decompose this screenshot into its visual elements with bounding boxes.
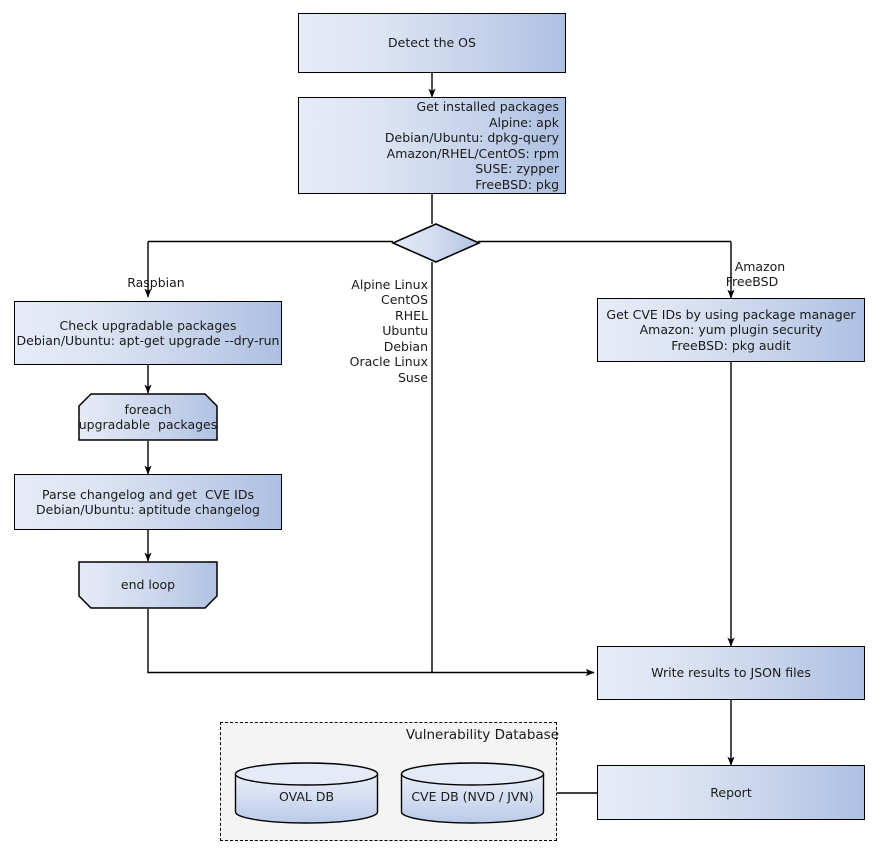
- end-loop-node-shape: [78, 561, 218, 609]
- db-cylinder-cve-db[interactable]: CVE DB (NVD / JVN): [400, 762, 545, 824]
- edge-label-amazon-freebsd-text: Amazon FreeBSD: [725, 258, 786, 290]
- node-os-decision[interactable]: [391, 222, 481, 264]
- db-cylinder-oval-db-label: OVAL DB: [278, 789, 335, 804]
- edge-label-middle-distros-text: Alpine Linux CentOS RHEL Ubuntu Debian O…: [349, 276, 428, 385]
- node-parse-changelog-label: Parse changelog and get CVE IDs Debian/U…: [36, 486, 260, 518]
- edge-label-raspbian: Raspbian: [88, 259, 208, 306]
- foreach-node-shape: [78, 393, 218, 441]
- node-detect-the-os[interactable]: Detect the OS: [298, 13, 566, 73]
- node-get-installed-packages[interactable]: Get installed packages Alpine: apk Debia…: [298, 97, 566, 194]
- cve-db-cylinder-body: [400, 773, 545, 824]
- node-write-results-json-label: Write results to JSON files: [651, 665, 811, 681]
- db-cylinder-cve-db-label: CVE DB (NVD / JVN): [411, 789, 534, 804]
- group-vulnerability-database-title-text: Vulnerability Database: [405, 727, 559, 743]
- oval-db-cylinder-body: [234, 773, 379, 824]
- oval-db-cylinder-top: [234, 762, 379, 786]
- os-decision-diamond-shape: [391, 223, 481, 263]
- cve-db-cylinder-top: [400, 762, 545, 786]
- node-check-upgradable-packages-label: Check upgradable packages Debian/Ubuntu:…: [16, 317, 280, 349]
- node-report[interactable]: Report: [597, 765, 865, 820]
- node-foreach-upgradable-packages-label: foreach upgradable packages: [78, 401, 218, 433]
- node-detect-the-os-label: Detect the OS: [388, 35, 476, 51]
- node-end-loop-label: end loop: [120, 577, 176, 593]
- group-vulnerability-database-title: Vulnerability Database: [337, 727, 559, 744]
- node-get-installed-packages-label: Get installed packages Alpine: apk Debia…: [384, 99, 559, 192]
- edge-label-raspbian-text: Raspbian: [127, 274, 185, 290]
- edge-label-amazon-freebsd: Amazon FreeBSD: [692, 243, 812, 305]
- node-get-cve-ids-package-manager[interactable]: Get CVE IDs by using package manager Ama…: [597, 298, 865, 362]
- node-foreach-upgradable-packages[interactable]: foreach upgradable packages: [78, 393, 218, 441]
- node-report-label: Report: [710, 784, 752, 800]
- db-cylinder-oval-db[interactable]: OVAL DB: [234, 762, 379, 824]
- node-write-results-json[interactable]: Write results to JSON files: [597, 646, 865, 700]
- edge-label-middle-distros: Alpine Linux CentOS RHEL Ubuntu Debian O…: [308, 261, 428, 401]
- node-end-loop[interactable]: end loop: [78, 561, 218, 609]
- node-parse-changelog[interactable]: Parse changelog and get CVE IDs Debian/U…: [14, 474, 282, 530]
- edge-endloop-to-write: [147, 609, 595, 677]
- node-check-upgradable-packages[interactable]: Check upgradable packages Debian/Ubuntu:…: [14, 301, 282, 365]
- node-get-cve-ids-package-manager-label: Get CVE IDs by using package manager Ama…: [606, 306, 856, 353]
